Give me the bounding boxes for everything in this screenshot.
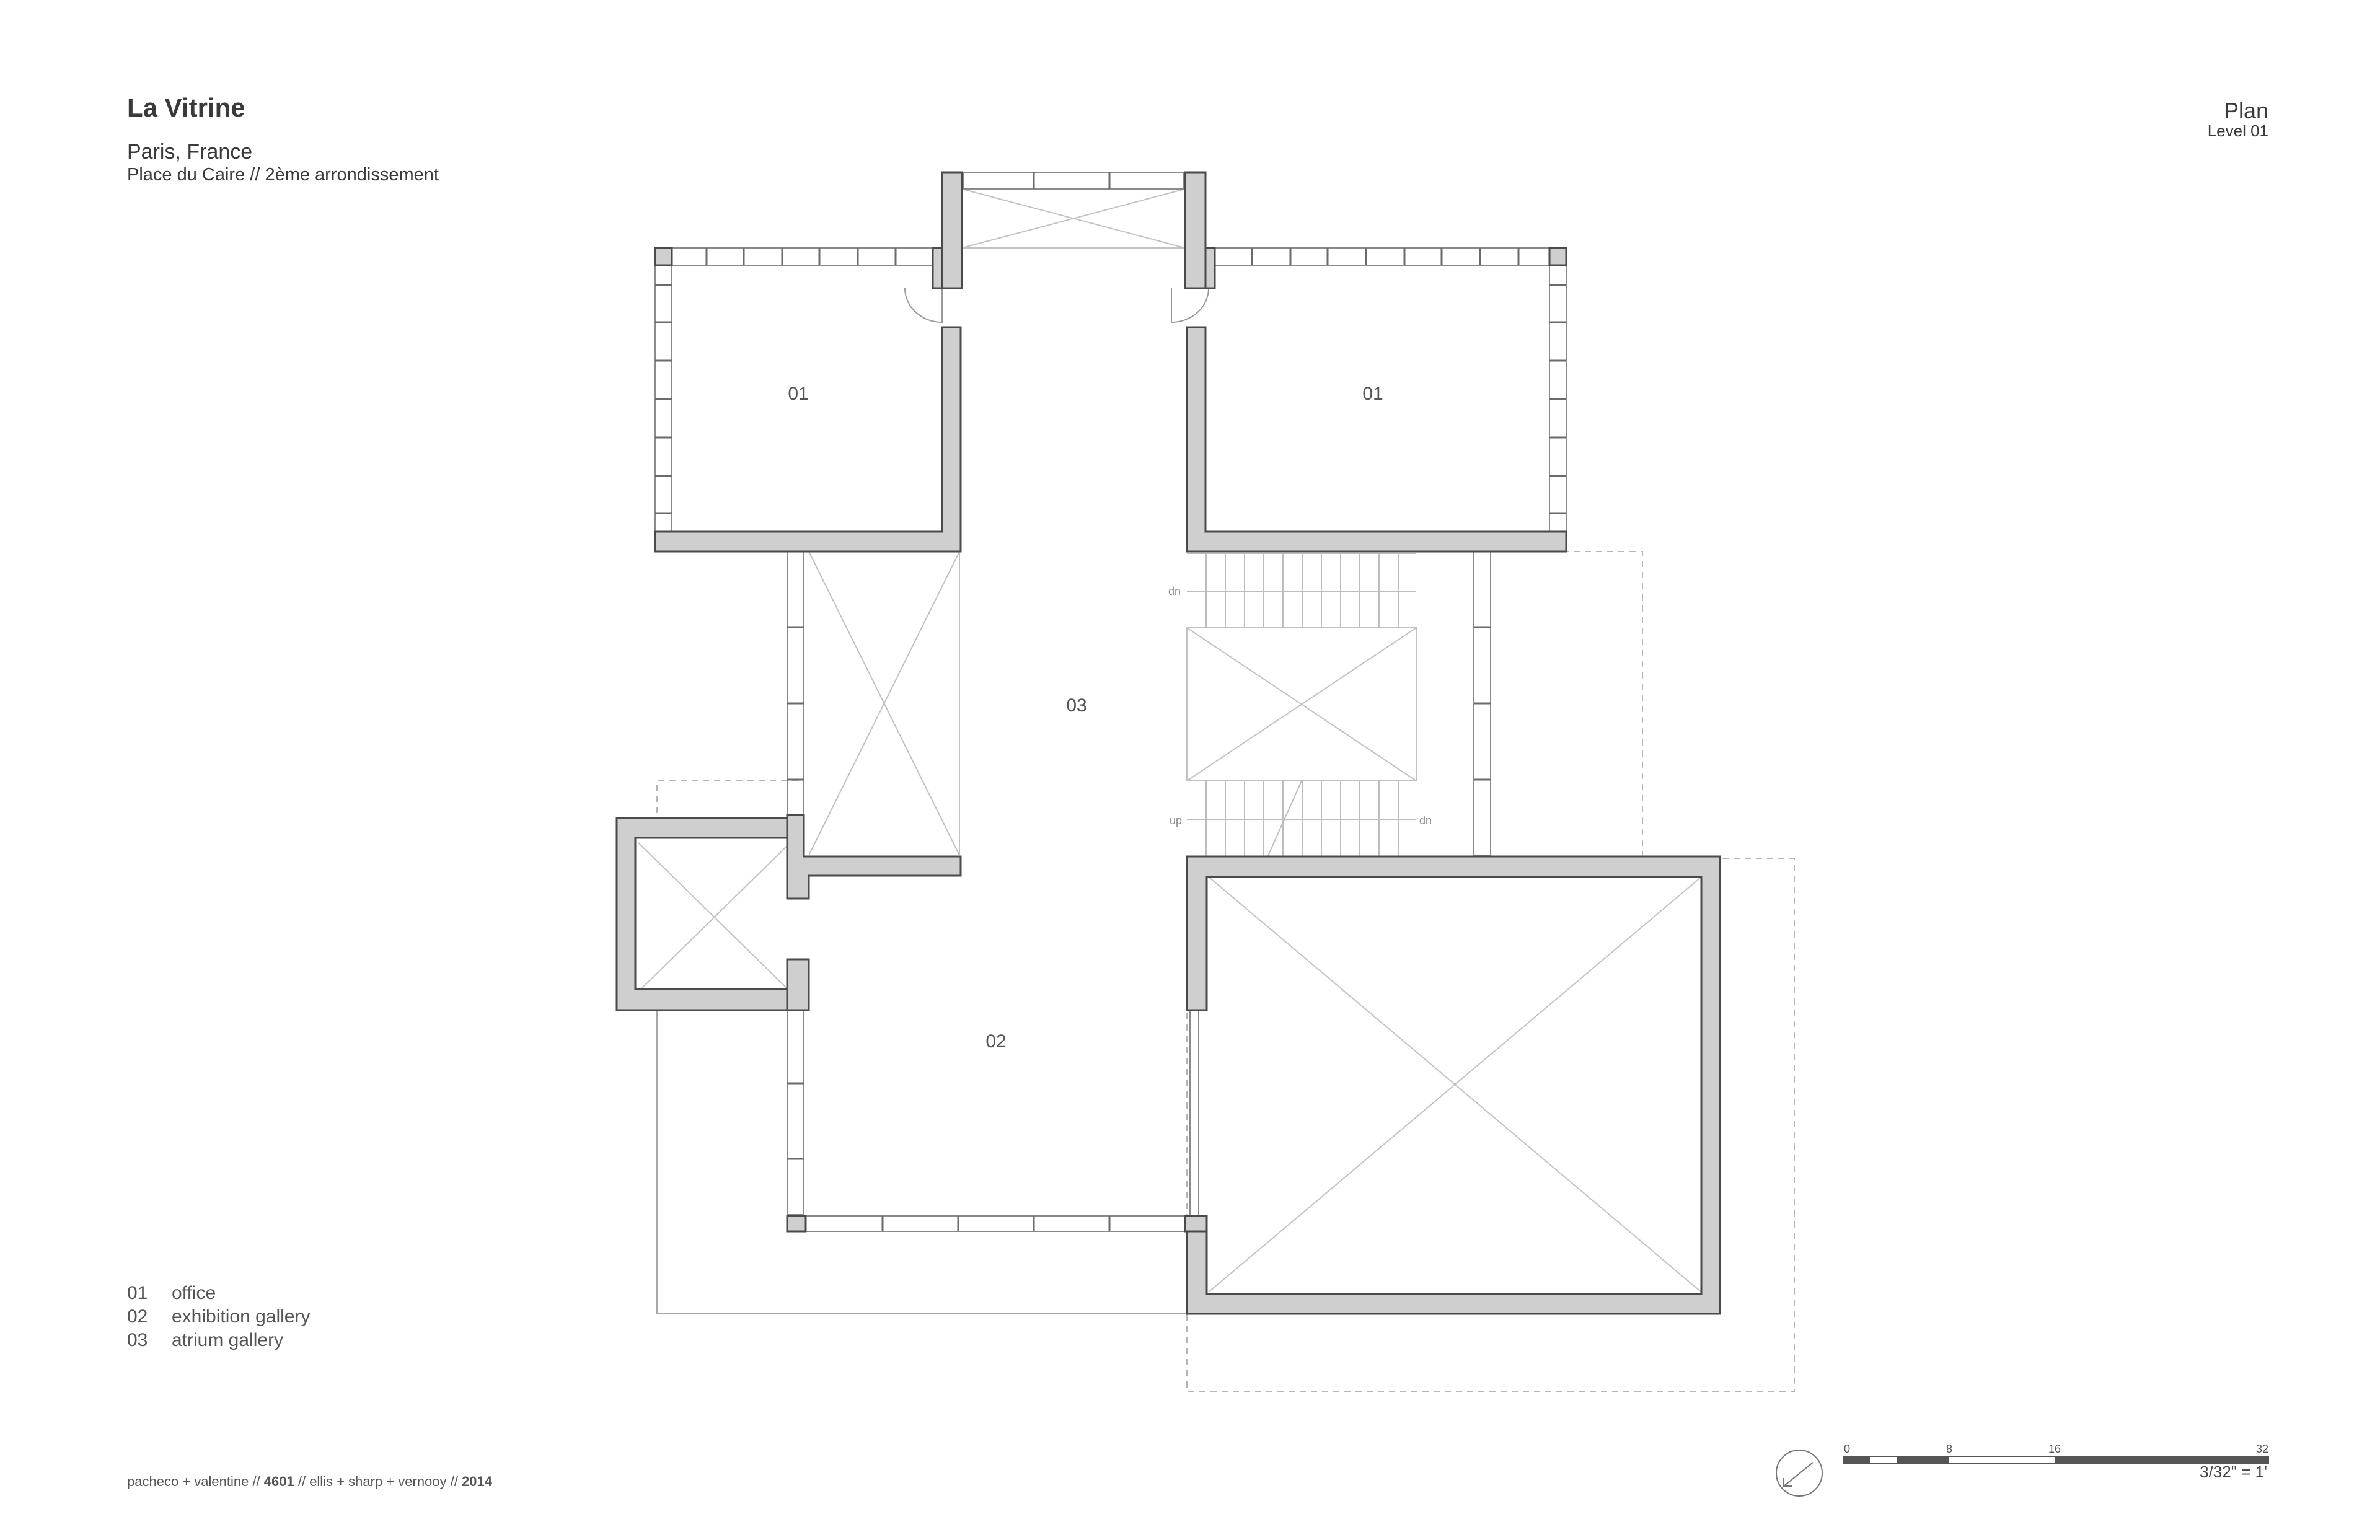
room-label-exhibition: 02 bbox=[985, 1031, 1006, 1052]
room-label-office-east: 01 bbox=[1362, 384, 1383, 404]
scale-label: 3/32" = 1' bbox=[2200, 1463, 2267, 1481]
credits-year: 2014 bbox=[461, 1474, 492, 1489]
project-city: Paris, France bbox=[127, 140, 253, 164]
legend-name: office bbox=[172, 1283, 216, 1303]
credits-instructors: ellis + sharp + vernooy bbox=[309, 1474, 447, 1489]
walls bbox=[615, 171, 1721, 1315]
mullions bbox=[655, 172, 1566, 1231]
legend-number: 02 bbox=[127, 1306, 148, 1327]
stair-treads bbox=[1187, 553, 1416, 858]
project-address: Place du Caire // 2ème arrondissement bbox=[127, 165, 439, 185]
scale-tick-0: 0 bbox=[1844, 1443, 1850, 1455]
site-outline bbox=[656, 1010, 1187, 1314]
sheet-level: Level 01 bbox=[2207, 121, 2268, 140]
glazing bbox=[654, 172, 1567, 1232]
credits-line: pacheco + valentine // 4601 // ellis + s… bbox=[127, 1474, 492, 1489]
stair-label-dn-bottom: dn bbox=[1419, 814, 1432, 827]
credits-course: 4601 bbox=[263, 1474, 294, 1489]
room-legend: 01 office 02 exhibition gallery 03 atrium g… bbox=[127, 1282, 310, 1352]
project-title: La Vitrine bbox=[127, 93, 245, 122]
legend-name: atrium gallery bbox=[172, 1330, 284, 1350]
stair-label-up: up bbox=[1170, 814, 1182, 827]
credits-authors: pacheco + valentine bbox=[127, 1474, 249, 1489]
overhang-outline bbox=[656, 551, 1795, 1392]
scale-tick-32: 32 bbox=[2256, 1443, 2268, 1455]
legend-name: exhibition gallery bbox=[172, 1306, 311, 1327]
scale-bar: 0 8 16 32 bbox=[1843, 1443, 2269, 1464]
sheet-title: Plan bbox=[2223, 98, 2268, 123]
room-label-office-west: 01 bbox=[788, 384, 808, 404]
legend-item: 03 atrium gallery bbox=[127, 1329, 310, 1352]
north-arrow-icon bbox=[1776, 1450, 1823, 1497]
scale-tick-16: 16 bbox=[2048, 1443, 2061, 1455]
void-marks bbox=[638, 188, 1702, 1293]
legend-item: 02 exhibition gallery bbox=[127, 1305, 310, 1329]
door-swings bbox=[904, 288, 1209, 323]
room-label-atrium: 03 bbox=[1066, 695, 1086, 716]
scale-tick-8: 8 bbox=[1946, 1443, 1952, 1455]
legend-number: 03 bbox=[127, 1330, 148, 1350]
legend-item: 01 office bbox=[127, 1282, 310, 1305]
legend-number: 01 bbox=[127, 1283, 148, 1303]
stair-label-dn-top: dn bbox=[1168, 585, 1181, 597]
